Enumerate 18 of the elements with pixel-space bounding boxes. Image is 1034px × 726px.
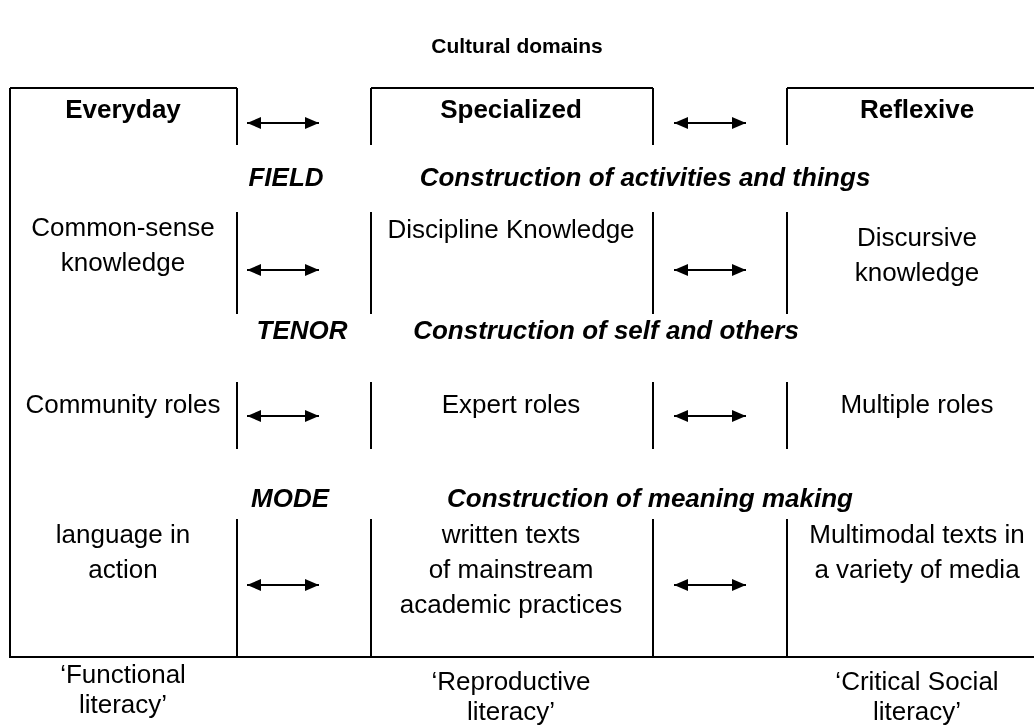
aspect-description: Construction of self and others (413, 314, 799, 347)
double-arrow (673, 410, 747, 422)
double-arrow (246, 117, 320, 129)
double-arrow (246, 264, 320, 276)
aspect-label: TENOR (256, 314, 348, 347)
literacy-label: ‘Functional literacy’ (60, 659, 186, 719)
double-arrow (246, 410, 320, 422)
double-arrow (673, 264, 747, 276)
aspect-label: MODE (251, 482, 329, 515)
aspect-description: Construction of activities and things (419, 161, 871, 194)
diagram-title: Cultural domains (431, 34, 603, 58)
literacy-label: ‘Reproductive literacy’ (431, 666, 591, 726)
double-arrow (246, 579, 320, 591)
double-arrow (673, 579, 747, 591)
aspect-label: FIELD (248, 161, 324, 194)
literacy-label: ‘Critical Social literacy’ (835, 666, 999, 726)
double-arrow (673, 117, 747, 129)
aspect-description: Construction of meaning making (447, 482, 853, 515)
